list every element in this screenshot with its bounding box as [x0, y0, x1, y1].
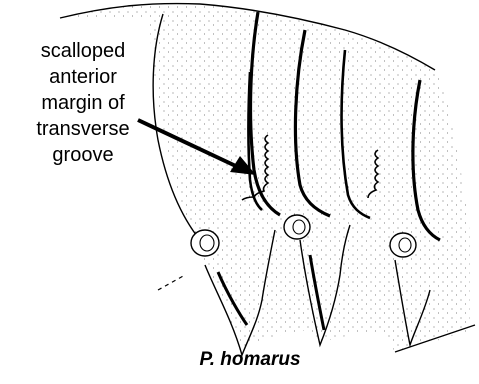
species-caption: P. homarus [150, 349, 350, 371]
tail-continuation-left [158, 275, 185, 290]
label-line-5: groove [8, 142, 158, 168]
scalloped-margin-label: scalloped anterior margin of transverse … [8, 38, 158, 168]
label-line-1: scalloped [8, 38, 158, 64]
hinge-knob-1 [191, 230, 219, 256]
label-line-4: transverse [8, 116, 158, 142]
hinge-knob-3 [390, 233, 416, 257]
label-line-3: margin of [8, 90, 158, 116]
hinge-knob-2 [284, 215, 310, 239]
label-line-2: anterior [8, 64, 158, 90]
